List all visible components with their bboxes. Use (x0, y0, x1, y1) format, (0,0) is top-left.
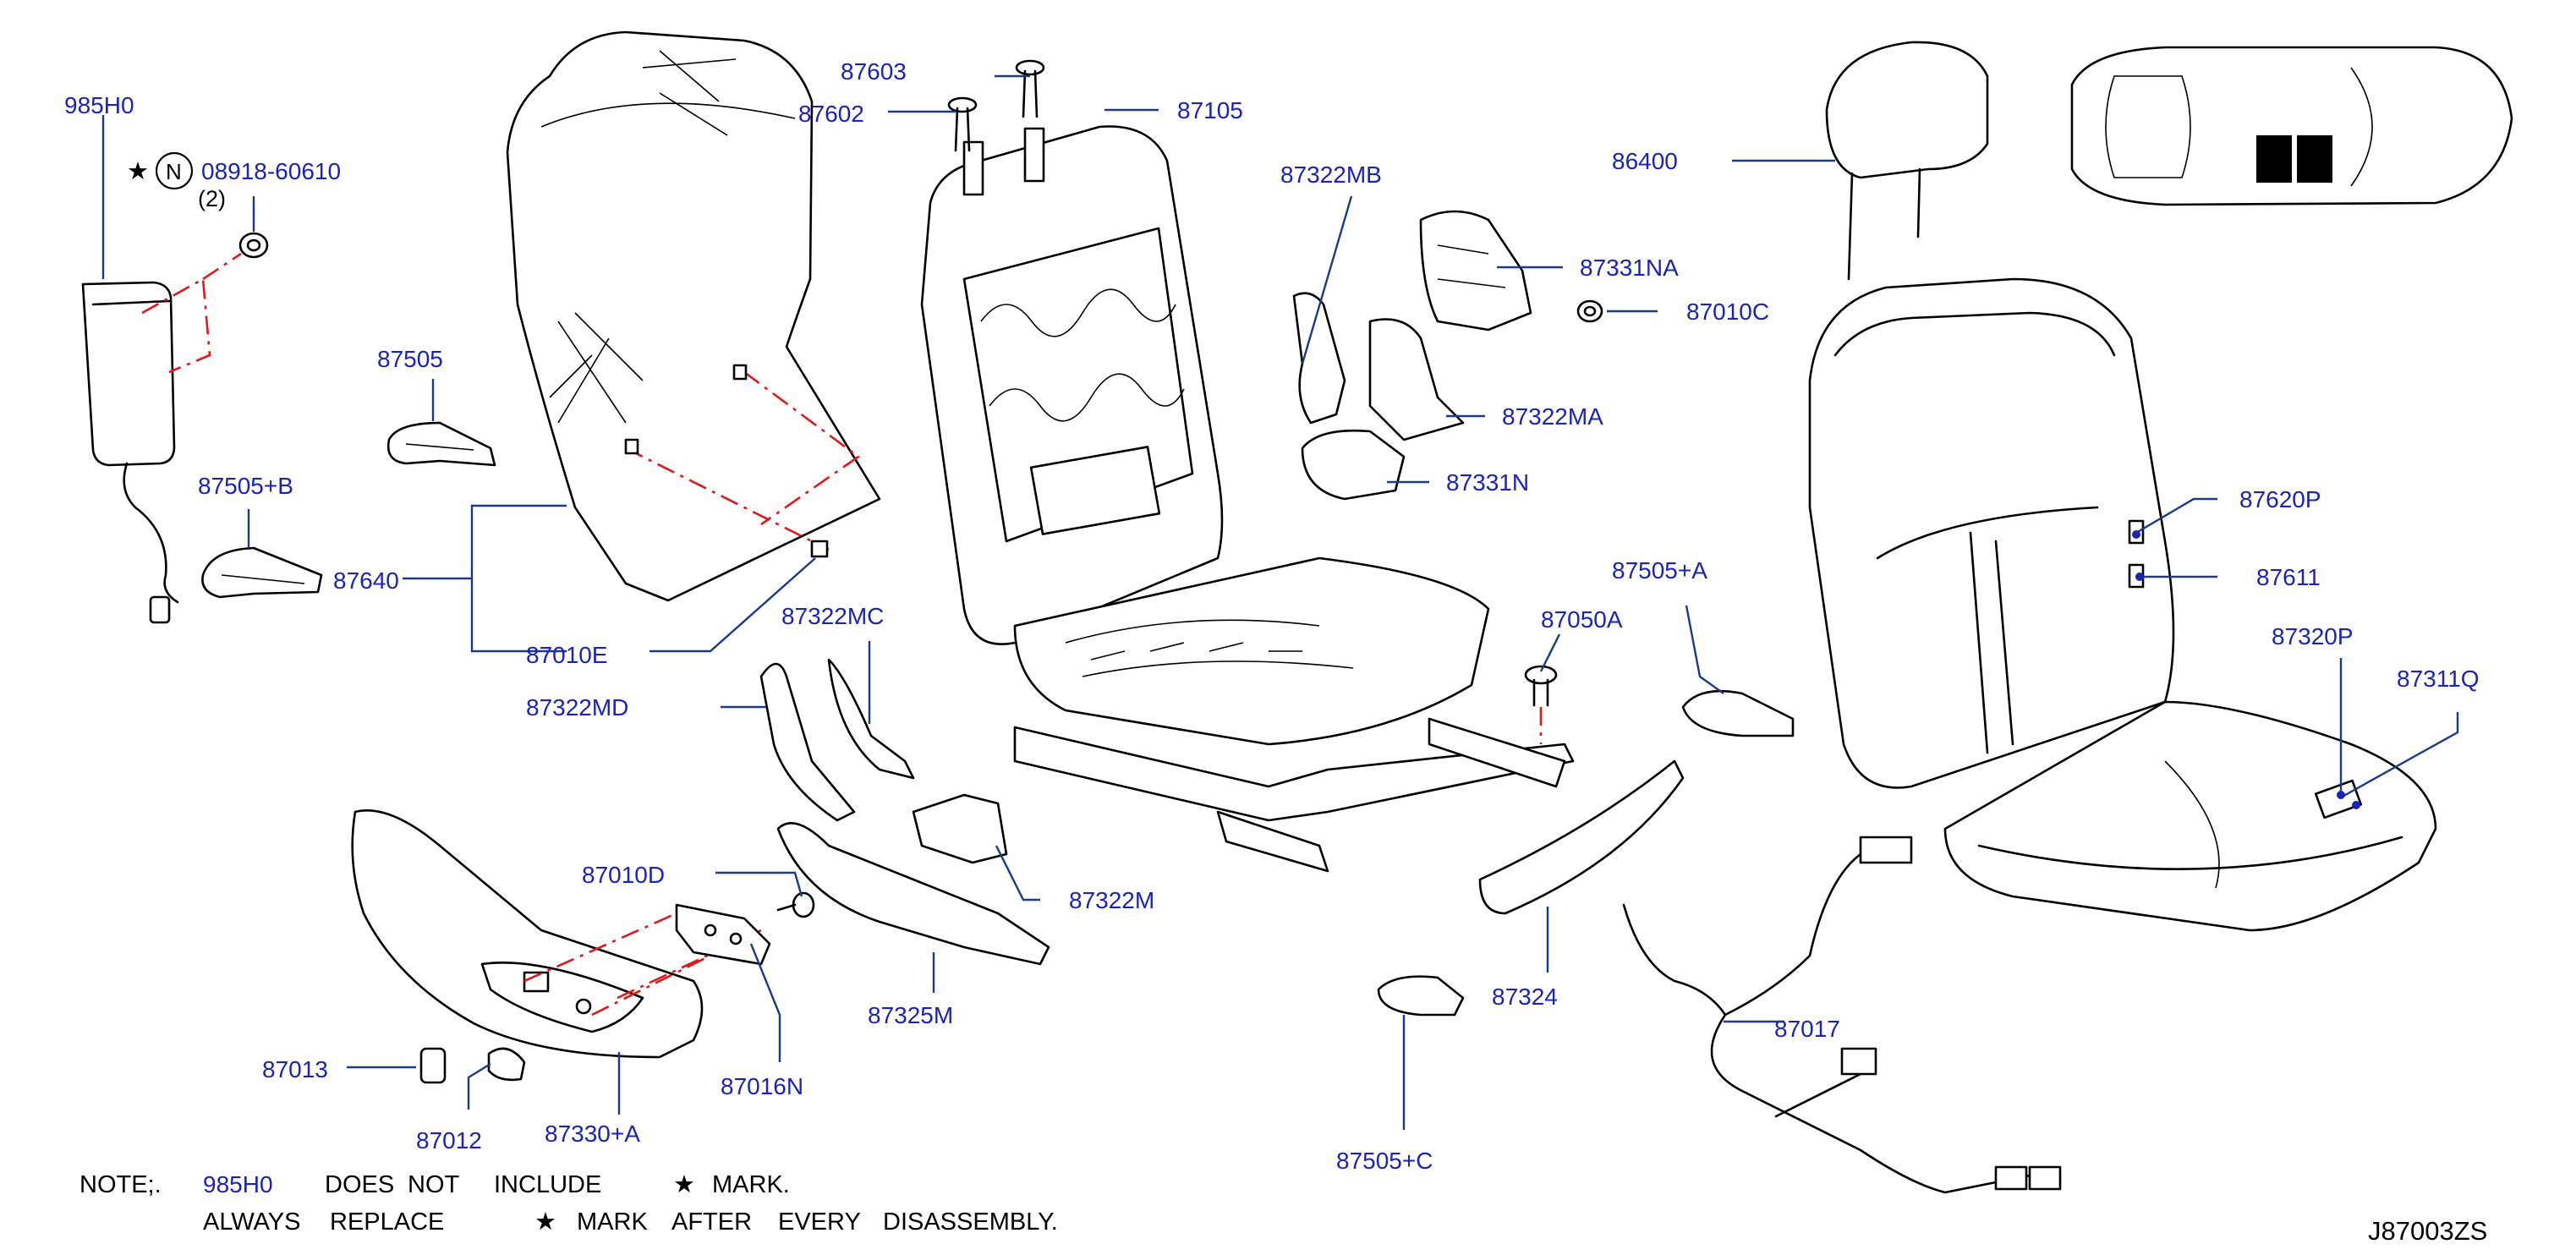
leader-lines (101, 74, 2459, 1130)
cover-87322mc-shape (827, 658, 915, 780)
label-08918-60610[interactable]: 08918-60610 (201, 158, 341, 184)
leader-dot-87611 (2135, 573, 2144, 581)
label-87505c[interactable]: 87505+C (1336, 1148, 1433, 1174)
label-87320p[interactable]: 87320P (2272, 623, 2354, 649)
finisher-87325m-shape (776, 822, 1050, 966)
side-airbag-module (81, 252, 242, 624)
label-87602[interactable]: 87602 (798, 101, 864, 127)
trim-87505b-shape (201, 546, 323, 599)
note-line2-disassembly: DISASSEMBLY. (883, 1208, 1058, 1236)
screw-87010d-icon (776, 891, 815, 918)
knob-87013-icon (419, 1047, 447, 1084)
cover-87322ma-shape (1368, 318, 1465, 441)
label-87010c[interactable]: 87010C (1686, 299, 1769, 325)
diagram-code: J87003ZS (2368, 1216, 2487, 1246)
trim-87505-shape (386, 421, 496, 467)
trim-87505c-shape (1377, 975, 1465, 1017)
nut-icon (238, 232, 269, 259)
note-star-1: ★ (673, 1171, 695, 1198)
label-87322mb[interactable]: 87322MB (1280, 162, 1382, 188)
label-87331na[interactable]: 87331NA (1580, 255, 1679, 281)
label-87330a[interactable]: 87330+A (545, 1121, 640, 1147)
label-87505[interactable]: 87505 (377, 346, 443, 372)
star-mark: ★ (127, 158, 149, 185)
finisher-87324-shape (1478, 759, 1685, 915)
label-86400[interactable]: 86400 (1612, 148, 1678, 174)
note-line2-after: AFTER (671, 1208, 752, 1236)
seat-back-cover-open (506, 30, 881, 602)
cover-87322m-shape (912, 793, 1008, 864)
bolt-87050a-icon (1524, 665, 1558, 744)
label-87016n[interactable]: 87016N (721, 1073, 803, 1099)
car-top-view-icon (2070, 46, 2513, 206)
note-word-does: DOES (325, 1171, 394, 1198)
note-word-mark: MARK. (712, 1171, 790, 1198)
n-mark-circle (155, 151, 194, 190)
note-line2-every: EVERY (778, 1208, 861, 1236)
note-line2-always: ALWAYS (203, 1208, 301, 1236)
seat-assembly (1808, 277, 2437, 932)
wire-harness (1622, 836, 2062, 1194)
label-87640[interactable]: 87640 (333, 567, 399, 594)
label-87105[interactable]: 87105 (1177, 97, 1243, 123)
pin-87602-icon (947, 96, 978, 152)
label-87322md[interactable]: 87322MD (526, 694, 628, 721)
label-87505a[interactable]: 87505+A (1612, 557, 1707, 584)
note-word-not: NOT (408, 1171, 460, 1198)
leader-dot-87620p (2132, 530, 2140, 539)
label-87013[interactable]: 87013 (262, 1056, 328, 1082)
cover-87322mb-shape (1292, 292, 1346, 425)
label-985h0[interactable]: 985H0 (64, 92, 134, 118)
side-cover-87330a-shape (351, 809, 762, 1059)
label-87324[interactable]: 87324 (1492, 984, 1558, 1010)
quantity-2: (2) (198, 186, 226, 211)
label-87331n[interactable]: 87331N (1446, 469, 1529, 496)
label-87017[interactable]: 87017 (1774, 1016, 1840, 1042)
note-part[interactable]: 985H0 (203, 1171, 273, 1197)
cover-87331n-shape (1301, 429, 1406, 501)
nut-87010c-icon (1576, 299, 1603, 323)
trim-87505a-shape (1681, 690, 1795, 737)
label-87322mc[interactable]: 87322MC (781, 603, 884, 629)
cover-87331na-shape (1419, 210, 1532, 332)
label-87325m[interactable]: 87325M (868, 1002, 953, 1028)
note-line2-replace: REPLACE (330, 1208, 444, 1236)
label-87050a[interactable]: 87050A (1541, 606, 1623, 633)
note-line2-mark: MARK (577, 1208, 648, 1236)
leader-dot-87320p (2337, 791, 2345, 799)
label-87322ma[interactable]: 87322MA (1502, 403, 1603, 430)
note-word-include: INCLUDE (494, 1171, 601, 1198)
label-87010e[interactable]: 87010E (526, 642, 608, 668)
seat-frame (920, 125, 1575, 873)
label-87010d[interactable]: 87010D (582, 862, 665, 888)
note-prefix: NOTE;. (79, 1171, 162, 1198)
label-87322m[interactable]: 87322M (1069, 887, 1154, 913)
label-87505b[interactable]: 87505+B (198, 473, 293, 499)
label-87620p[interactable]: 87620P (2239, 486, 2321, 512)
headrest (1825, 41, 1989, 281)
label-87012[interactable]: 87012 (416, 1127, 482, 1154)
note: NOTE;. 985H0 DOES NOT INCLUDE ★ MARK. AL… (79, 1171, 1058, 1236)
leader-dot-87311q (2352, 801, 2360, 809)
label-87603[interactable]: 87603 (841, 58, 907, 85)
note-star-2: ★ (534, 1208, 556, 1236)
switch-87016n-shape (675, 903, 771, 966)
label-87311q[interactable]: 87311Q (2397, 666, 2480, 692)
label-87611[interactable]: 87611 (2256, 564, 2321, 590)
cover-87322md-shape (759, 662, 856, 822)
knob-87012-icon (487, 1047, 526, 1082)
pin-87603-icon (1015, 59, 1045, 118)
n-mark: N (166, 159, 182, 184)
